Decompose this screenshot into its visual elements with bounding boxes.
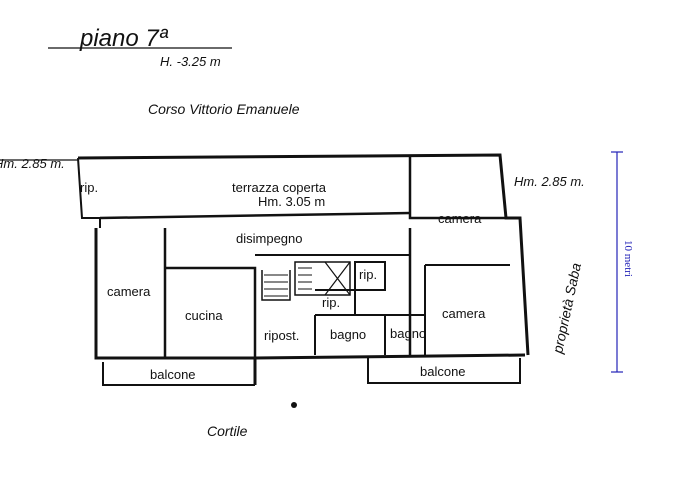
room-camera-top-right: camera xyxy=(438,211,482,226)
interior-walls xyxy=(99,155,510,358)
labels: Hm. 2.85 m. Hm. 2.85 m. terrazza coperta… xyxy=(0,156,585,439)
room-terrazza: terrazza coperta xyxy=(232,180,327,195)
room-disimpegno: disimpegno xyxy=(236,231,303,246)
room-bagno-2: bagno xyxy=(390,326,426,341)
balconies xyxy=(102,358,521,386)
outer-walls xyxy=(0,153,530,385)
floor-title: piano 7ª xyxy=(79,25,169,52)
terrace-height: Hm. 3.05 m xyxy=(258,194,325,209)
room-ripost: ripost. xyxy=(264,328,299,343)
street-south: Cortile xyxy=(207,423,248,439)
room-rip-left: rip. xyxy=(80,180,98,195)
room-camera-left: camera xyxy=(107,284,151,299)
room-rip-mid: rip. xyxy=(359,267,377,282)
height-left: Hm. 2.85 m. xyxy=(0,156,65,171)
room-camera-right: camera xyxy=(442,306,486,321)
floor-height: H. -3.25 m xyxy=(160,54,221,69)
room-balcone-left: balcone xyxy=(150,367,196,382)
room-bagno-1: bagno xyxy=(330,327,366,342)
room-cucina: cucina xyxy=(185,308,223,323)
scale-bar: 10 metri xyxy=(611,151,634,373)
height-right: Hm. 2.85 m. xyxy=(514,174,585,189)
room-rip-small: rip. xyxy=(322,295,340,310)
street-east: proprietà Saba xyxy=(549,261,584,355)
scale-label: 10 metri xyxy=(622,240,634,277)
header: piano 7ª H. -3.25 m Corso Vittorio Emanu… xyxy=(48,25,300,117)
room-balcone-right: balcone xyxy=(420,364,466,379)
street-north: Corso Vittorio Emanuele xyxy=(148,101,300,117)
